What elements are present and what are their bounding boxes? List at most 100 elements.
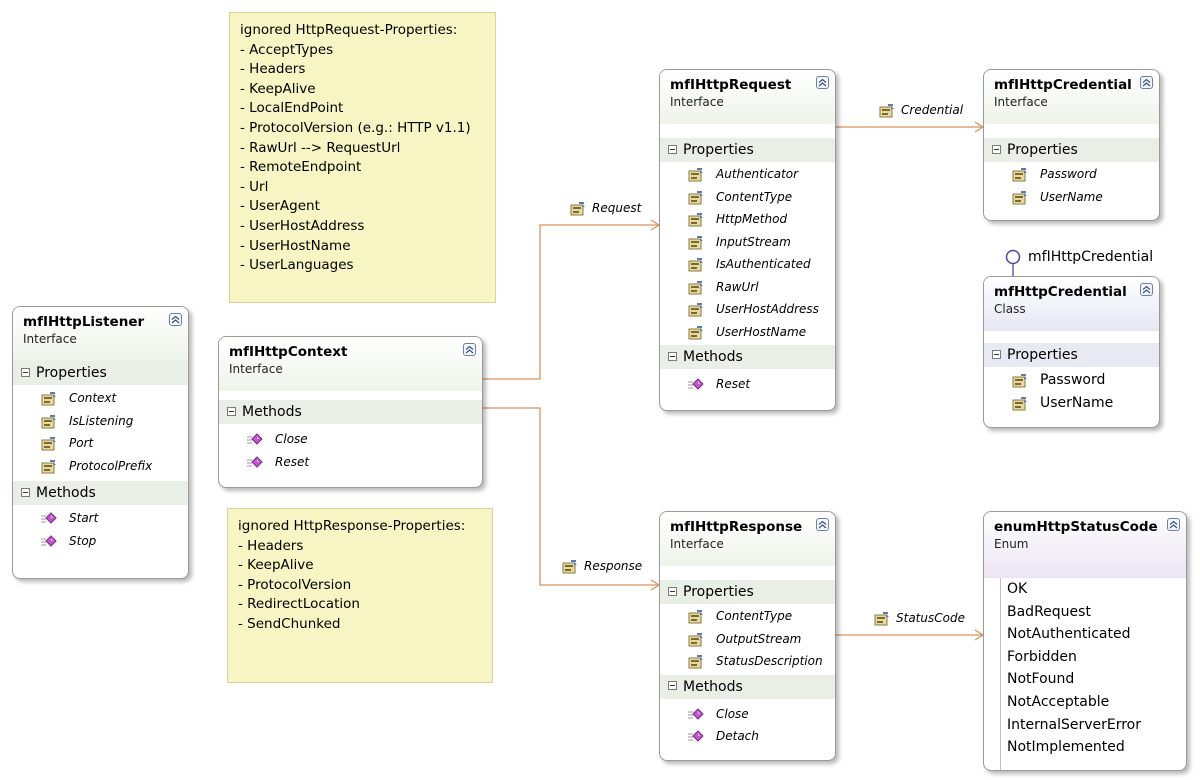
property-item[interactable]: UserHostAddress <box>660 298 835 321</box>
method-item[interactable]: Reset <box>660 373 835 396</box>
collapse-icon[interactable] <box>816 518 829 531</box>
collapse-icon[interactable] <box>816 76 829 89</box>
property-item[interactable]: Port <box>13 432 188 455</box>
property-item[interactable]: Context <box>13 387 188 410</box>
type-kind: Interface <box>23 332 77 346</box>
type-title: mfHttpCredential <box>994 284 1127 300</box>
properties-section-header[interactable]: Properties <box>13 361 188 385</box>
property-item[interactable]: RawUrl <box>660 276 835 299</box>
minus-icon[interactable] <box>992 144 1001 154</box>
properties-section-header[interactable]: Properties <box>660 580 835 604</box>
property-item[interactable]: HttpMethod <box>660 208 835 231</box>
property-icon <box>41 391 57 406</box>
property-item[interactable]: UserHostName <box>660 321 835 344</box>
property-icon <box>570 201 586 216</box>
response-association-line <box>483 407 659 586</box>
property-icon <box>874 611 890 626</box>
property-item[interactable]: ContentType <box>660 186 835 209</box>
properties-section-header[interactable]: Properties <box>984 343 1159 367</box>
type-title: mfIHttpResponse <box>670 519 803 535</box>
enum-value[interactable]: InternalServerError <box>1007 716 1141 733</box>
property-icon <box>688 609 704 624</box>
minus-icon[interactable] <box>21 487 30 497</box>
method-icon <box>688 377 704 391</box>
property-label: RawUrl <box>716 279 759 294</box>
property-item[interactable]: OutputStream <box>660 628 835 651</box>
property-item[interactable]: Password <box>984 369 1159 392</box>
methods-section-header[interactable]: Methods <box>13 481 188 505</box>
property-item[interactable]: Authenticator <box>660 163 835 186</box>
enum-value[interactable]: NotFound <box>1007 671 1075 688</box>
property-label: Password <box>1040 372 1106 388</box>
minus-icon[interactable] <box>668 681 677 690</box>
enum-value[interactable]: NotImplemented <box>1007 739 1125 756</box>
note-line: - Url <box>240 178 269 195</box>
method-item[interactable]: Close <box>219 428 482 451</box>
property-label: InputStream <box>716 234 791 249</box>
enum-value[interactable]: OK <box>1007 581 1028 597</box>
property-item[interactable]: Password <box>984 163 1159 186</box>
method-item[interactable]: Close <box>660 703 835 726</box>
properties-section-header[interactable]: Properties <box>984 138 1159 162</box>
enum-value[interactable]: NotAuthenticated <box>1007 626 1131 643</box>
method-item[interactable]: Start <box>13 507 188 530</box>
collapse-icon[interactable] <box>1140 283 1153 296</box>
credential-class-box[interactable]: mfHttpCredential Class Properties Passwo… <box>983 276 1160 428</box>
method-label: Close <box>716 706 749 721</box>
methods-section-header[interactable]: Methods <box>660 345 835 369</box>
note-line: - Headers <box>238 537 304 554</box>
enum-value[interactable]: NotAcceptable <box>1007 693 1110 710</box>
method-item[interactable]: Reset <box>219 451 482 474</box>
property-label: UserHostAddress <box>716 302 819 316</box>
minus-icon[interactable] <box>668 144 677 154</box>
minus-icon[interactable] <box>668 586 677 596</box>
properties-section-header[interactable]: Properties <box>660 138 835 162</box>
request-association-label: Request <box>570 201 641 216</box>
property-item[interactable]: ContentType <box>660 605 835 628</box>
response-interface-box[interactable]: mfIHttpResponse Interface Properties Con… <box>659 511 836 761</box>
property-icon <box>1012 167 1028 182</box>
collapse-icon[interactable] <box>1167 518 1180 531</box>
note-line: - SendChunked <box>238 615 341 632</box>
listener-interface-box[interactable]: mfIHttpListener Interface Properties Con… <box>12 306 189 579</box>
property-item[interactable]: InputStream <box>660 231 835 254</box>
type-title: mfIHttpListener <box>23 314 145 330</box>
type-kind: Interface <box>229 362 283 376</box>
enum-value[interactable]: Forbidden <box>1007 648 1077 665</box>
collapse-icon[interactable] <box>1140 76 1153 89</box>
property-item[interactable]: IsAuthenticated <box>660 253 835 276</box>
methods-section-header[interactable]: Methods <box>660 674 835 699</box>
minus-icon[interactable] <box>21 367 30 377</box>
enum-value[interactable]: BadRequest <box>1007 603 1091 620</box>
property-item[interactable]: UserName <box>984 392 1159 415</box>
property-label: HttpMethod <box>716 212 788 226</box>
request-interface-box[interactable]: mfIHttpRequest Interface Properties Auth… <box>659 69 836 411</box>
collapse-icon[interactable] <box>169 313 182 326</box>
note-line: - UserHostAddress <box>240 217 365 234</box>
minus-icon[interactable] <box>992 349 1001 359</box>
minus-icon[interactable] <box>668 351 677 361</box>
method-item[interactable]: Stop <box>13 530 188 553</box>
method-item[interactable]: Detach <box>660 725 835 748</box>
property-item[interactable]: ProtocolPrefix <box>13 455 188 478</box>
note-line: - RemoteEndpoint <box>240 159 362 176</box>
property-item[interactable]: StatusDescription <box>660 650 835 673</box>
type-title: mfIHttpContext <box>229 344 348 360</box>
collapse-icon[interactable] <box>463 343 476 356</box>
type-kind: Class <box>994 302 1026 316</box>
property-item[interactable]: UserName <box>984 186 1159 209</box>
property-label: ContentType <box>716 189 793 204</box>
property-item[interactable]: IsListening <box>13 410 188 433</box>
note-line: - UserAgent <box>240 198 320 215</box>
icredential-interface-box[interactable]: mfIHttpCredential Interface Properties P… <box>983 69 1160 221</box>
methods-section-header[interactable]: Methods <box>219 400 482 424</box>
note-line: - AcceptTypes <box>240 41 334 58</box>
minus-icon[interactable] <box>227 406 236 416</box>
note-line: - LocalEndPoint <box>240 100 344 117</box>
note-line: - ProtocolVersion <box>238 576 352 593</box>
property-icon <box>879 103 895 118</box>
method-label: Close <box>275 432 308 446</box>
